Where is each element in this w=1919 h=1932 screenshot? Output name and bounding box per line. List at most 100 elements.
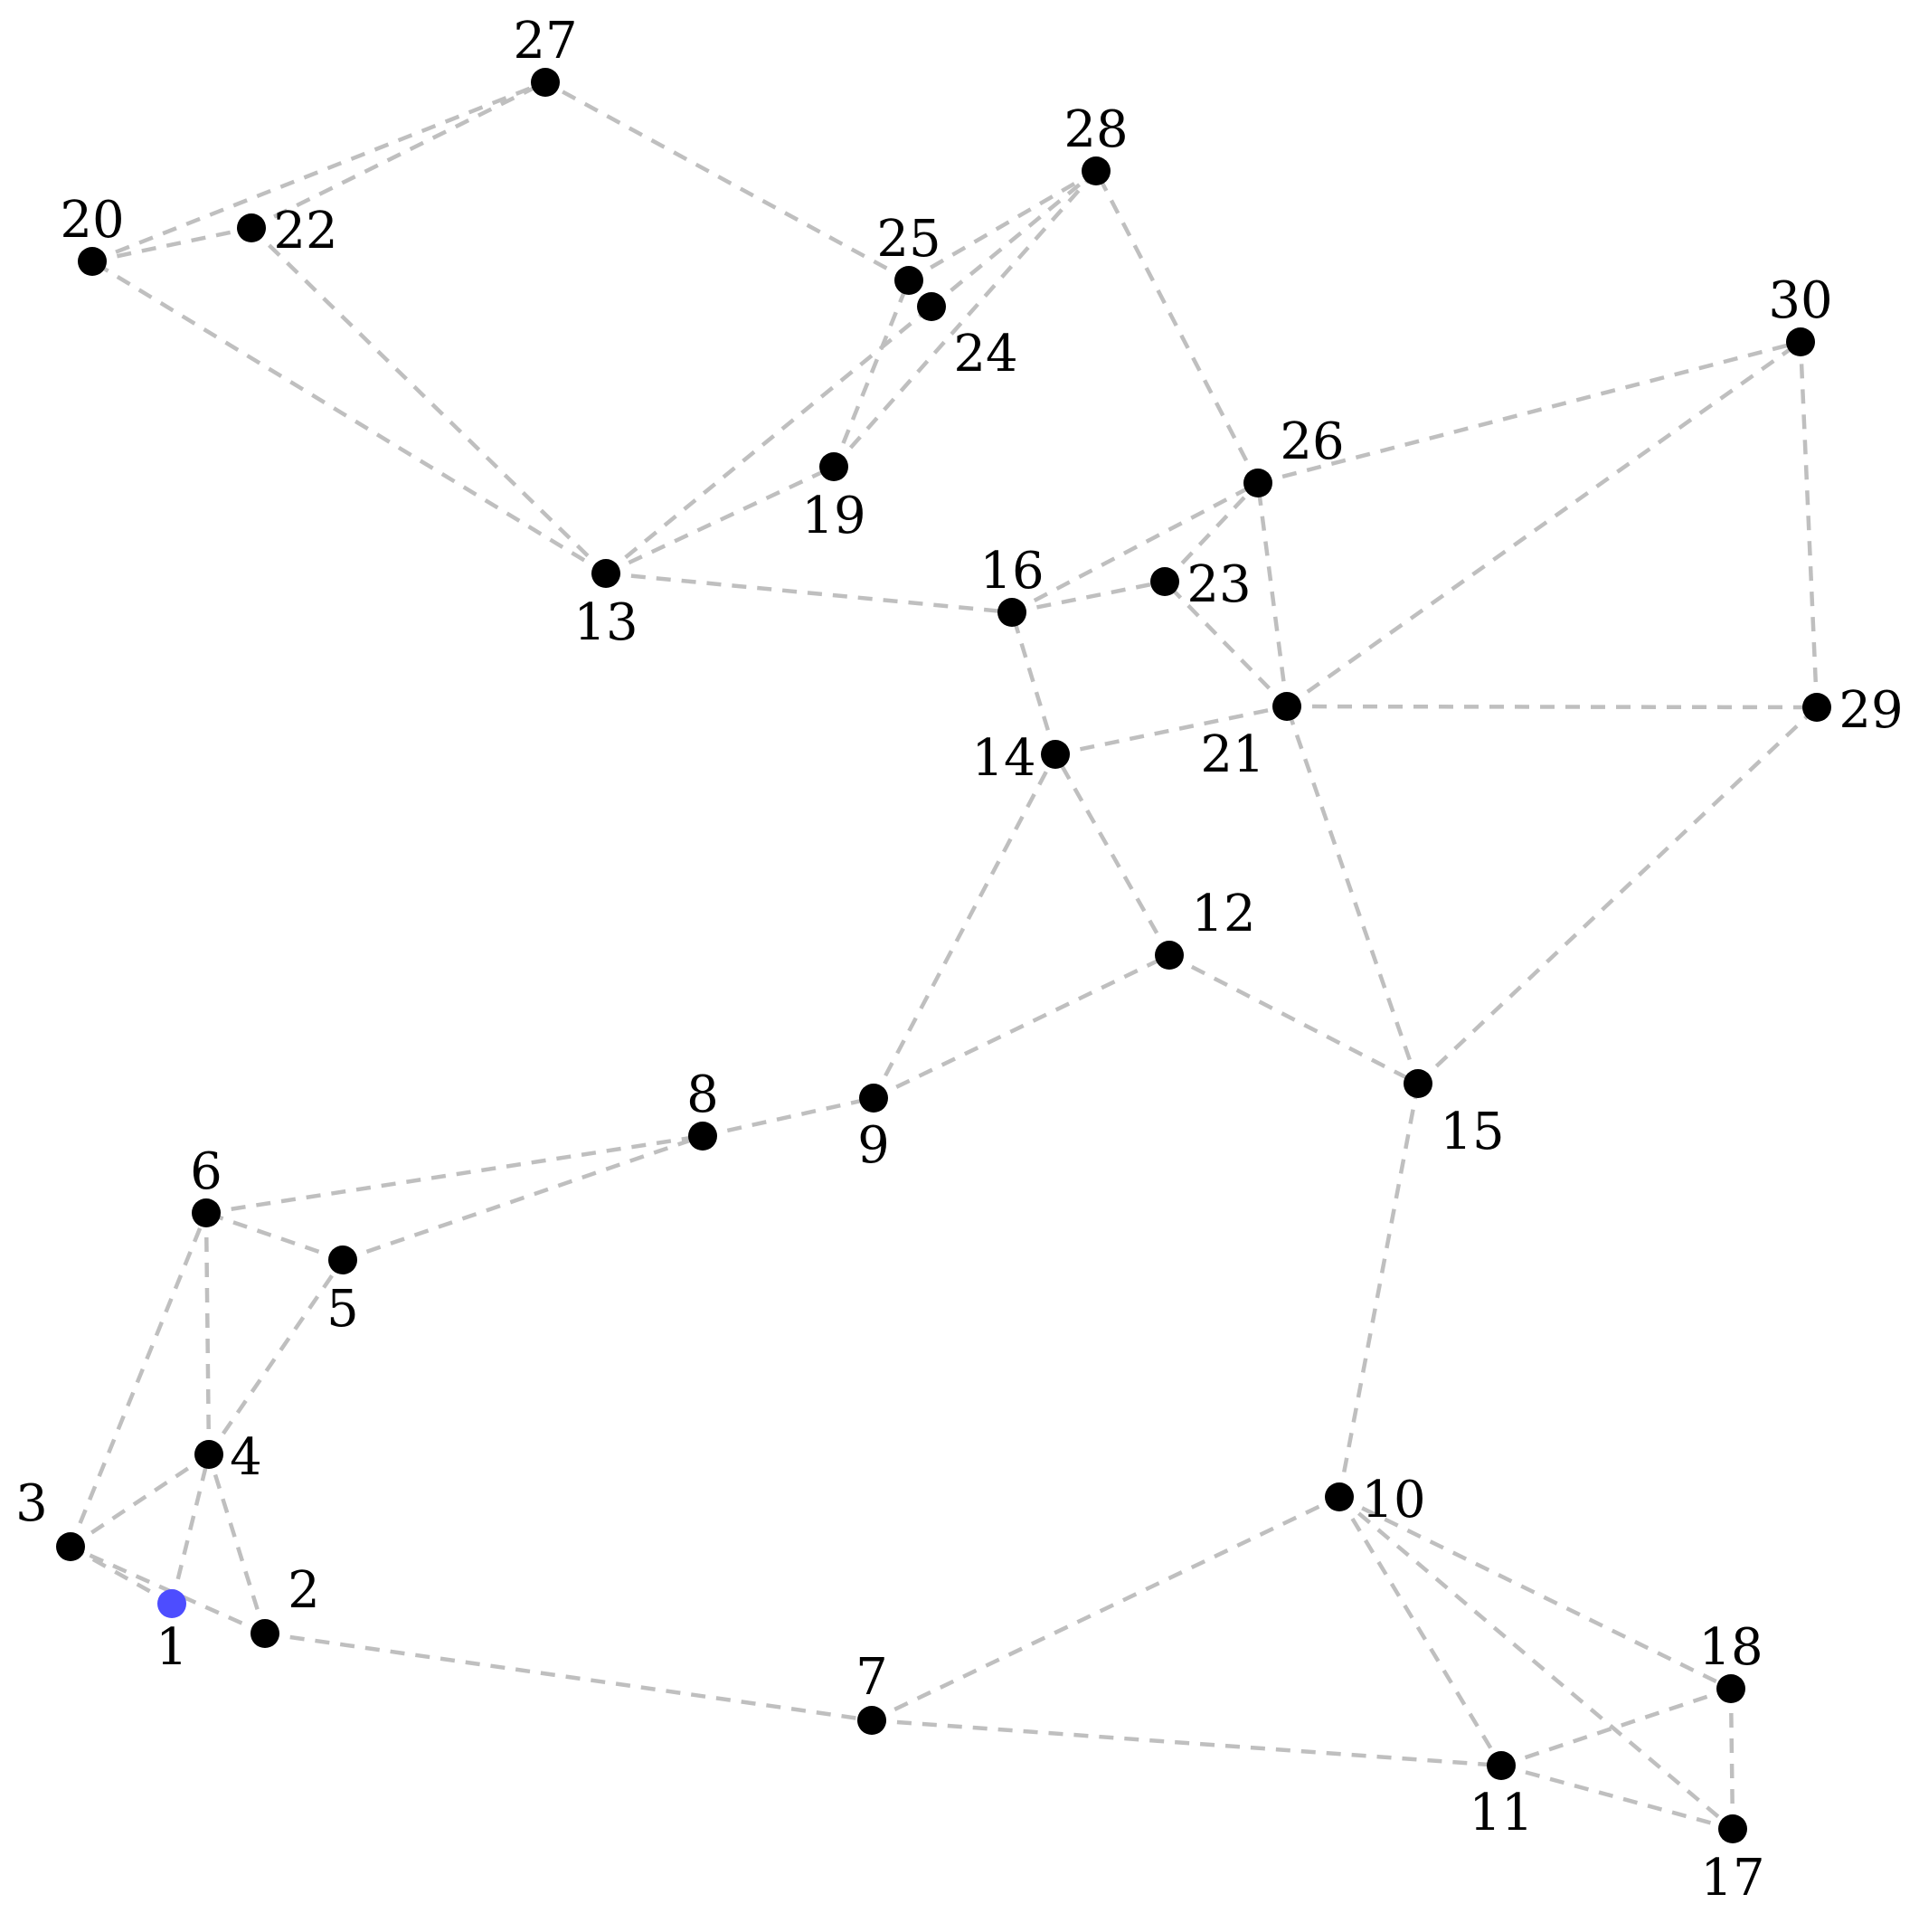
node-label-16: 16	[979, 542, 1044, 601]
edge-17-18	[1728, 1688, 1735, 1830]
edge-19-28	[832, 169, 1098, 469]
node-label-23: 23	[1186, 555, 1251, 614]
edge-29-30	[1798, 341, 1820, 708]
node-label-1: 1	[156, 1618, 188, 1677]
node-label-6: 6	[190, 1142, 222, 1201]
edge-13-22	[250, 226, 608, 575]
edge-13-20	[90, 260, 608, 575]
node-label-22: 22	[273, 202, 337, 260]
edge-7-11	[871, 1718, 1502, 1768]
node-20	[78, 247, 107, 276]
edge-9-12	[873, 952, 1170, 1101]
edge-16-26	[1010, 481, 1260, 614]
node-label-19: 19	[801, 487, 865, 545]
node-label-25: 25	[876, 210, 941, 269]
edge-4-6	[203, 1212, 212, 1455]
edge-2-7	[264, 1631, 873, 1723]
edge-26-30	[1257, 339, 1801, 486]
node-label-5: 5	[326, 1280, 359, 1339]
node-24	[917, 292, 946, 321]
edge-20-27	[91, 80, 546, 264]
edge-24-28	[930, 169, 1098, 308]
edge-23-26	[1163, 481, 1260, 583]
node-22	[237, 213, 266, 242]
node-23	[1150, 567, 1179, 596]
node-3	[56, 1532, 85, 1561]
edge-19-25	[831, 279, 912, 468]
edge-8-9	[702, 1095, 874, 1139]
node-label-14: 14	[971, 729, 1035, 788]
node-10	[1325, 1482, 1354, 1511]
edge-21-29	[1286, 704, 1818, 710]
edge-7-10	[871, 1494, 1340, 1723]
node-label-13: 13	[573, 593, 638, 652]
edges-layer	[68, 80, 1820, 1832]
edge-10-11	[1338, 1495, 1503, 1767]
edge-25-27	[544, 80, 911, 282]
node-8	[688, 1122, 717, 1151]
node-label-10: 10	[1361, 1471, 1425, 1530]
node-9	[859, 1084, 888, 1113]
node-label-7: 7	[856, 1648, 888, 1707]
node-label-9: 9	[857, 1116, 890, 1175]
edge-1-4	[169, 1454, 212, 1605]
edge-15-21	[1284, 706, 1421, 1084]
node-26	[1243, 469, 1272, 497]
node-17	[1718, 1814, 1747, 1843]
node-label-3: 3	[15, 1474, 48, 1533]
node-29	[1802, 693, 1831, 722]
edge-21-23	[1163, 580, 1289, 708]
node-6	[192, 1198, 221, 1227]
node-13	[591, 559, 620, 588]
edge-22-27	[251, 80, 546, 231]
edge-11-18	[1500, 1686, 1732, 1768]
node-30	[1786, 327, 1815, 356]
edge-26-28	[1094, 169, 1260, 485]
edge-4-5	[207, 1258, 345, 1456]
node-label-30: 30	[1768, 271, 1832, 330]
node-label-15: 15	[1440, 1103, 1504, 1161]
node-21	[1272, 692, 1301, 721]
node-label-20: 20	[60, 191, 124, 250]
edge-3-4	[69, 1453, 211, 1548]
node-label-29: 29	[1839, 681, 1903, 740]
node-label-12: 12	[1191, 885, 1255, 943]
node-label-17: 17	[1700, 1849, 1764, 1908]
node-label-27: 27	[513, 12, 577, 71]
edge-20-22	[91, 225, 252, 264]
node-25	[894, 266, 923, 295]
edge-10-17	[1338, 1495, 1735, 1831]
node-16	[997, 598, 1026, 627]
node-19	[819, 452, 848, 481]
labels-layer: 1234567891011121314151617181920212223242…	[15, 12, 1903, 1908]
edge-3-6	[68, 1212, 209, 1548]
edge-13-19	[605, 464, 835, 576]
edge-6-8	[205, 1133, 704, 1216]
edge-16-23	[1011, 579, 1166, 615]
edge-15-29	[1416, 706, 1819, 1085]
node-5	[328, 1245, 357, 1274]
edge-13-16	[605, 571, 1013, 615]
node-1	[157, 1589, 186, 1618]
edge-14-21	[1054, 704, 1288, 757]
node-4	[194, 1440, 223, 1469]
node-label-11: 11	[1469, 1784, 1533, 1842]
nodes-layer	[56, 68, 1831, 1843]
edge-25-28	[907, 169, 1098, 282]
edge-10-18	[1338, 1494, 1732, 1691]
node-12	[1155, 941, 1184, 970]
node-label-24: 24	[953, 325, 1017, 384]
edge-9-14	[872, 753, 1057, 1100]
node-label-26: 26	[1280, 412, 1344, 471]
edge-5-8	[342, 1133, 704, 1263]
edge-5-6	[205, 1210, 344, 1263]
node-11	[1487, 1751, 1516, 1780]
edge-13-24	[604, 305, 933, 575]
edge-21-26	[1255, 482, 1290, 707]
edge-2-4	[206, 1454, 268, 1634]
edge-1-3	[69, 1545, 174, 1605]
node-label-2: 2	[288, 1561, 320, 1620]
node-label-21: 21	[1200, 725, 1264, 784]
node-label-28: 28	[1063, 100, 1128, 159]
